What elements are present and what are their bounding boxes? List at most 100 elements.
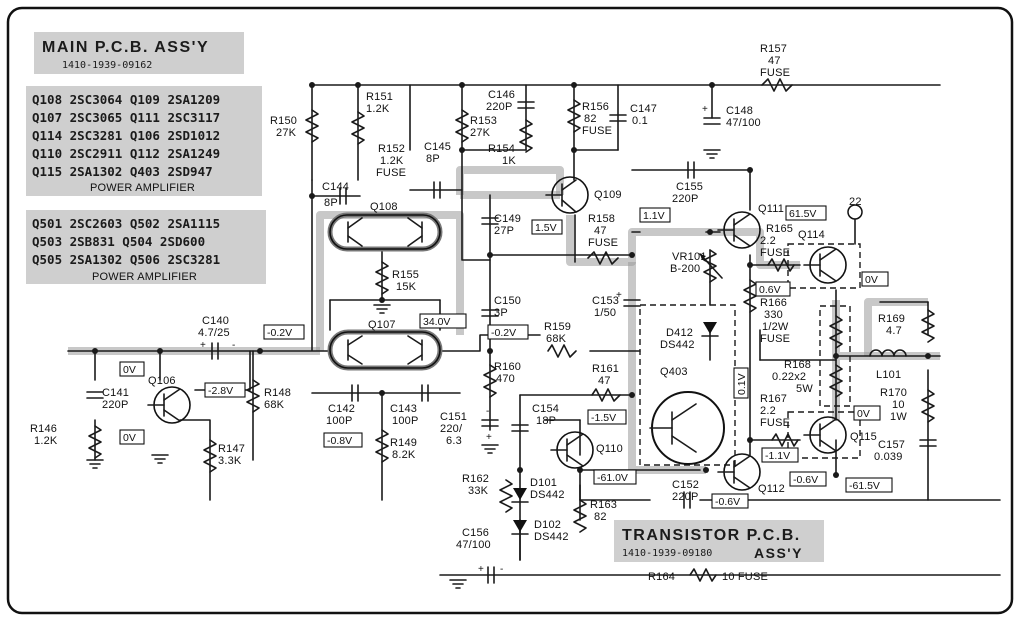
label-q115: Q115 (850, 431, 877, 443)
label-q114: Q114 (798, 229, 825, 241)
voltage-badge: 0.6V (759, 284, 781, 296)
value-c143: 100P (392, 415, 419, 427)
q115-symbol (803, 416, 847, 454)
label-r159: R159 (544, 321, 571, 333)
voltage-badge: -61.0V (597, 472, 628, 484)
transistor-board-plate: TRANSISTOR P.C.B. 1410-1939-09180 ASS'Y (614, 520, 824, 562)
value-r146: 1.2K (34, 435, 58, 447)
value-vr101: B-200 (670, 263, 700, 275)
value-r158: 47 (594, 225, 607, 237)
label-terminal-22: 22 (849, 196, 862, 208)
value-d412: DS442 (660, 339, 695, 351)
voltage-badge: -2.8V (208, 385, 233, 397)
transistor-board-suffix: ASS'Y (754, 545, 803, 561)
parts-list-2: Q501 2SC2603 Q502 2SA1115 Q503 2SB831 Q5… (26, 210, 266, 284)
value-r167: 2.2 (760, 405, 776, 417)
transistor-board-title: TRANSISTOR P.C.B. (622, 527, 801, 544)
label-r146: R146 (30, 423, 57, 435)
label-d102: D102 (534, 519, 561, 531)
voltage-badge: -0.6V (793, 474, 818, 486)
label-c155: C155 (676, 181, 703, 193)
value-r153: 27K (470, 127, 491, 139)
value-c144: 8P (324, 197, 338, 209)
parts-list-2-caption: POWER AMPLIFIER (92, 271, 197, 283)
label-r152: R152 (378, 143, 405, 155)
voltage-badge: -0.8V (327, 435, 352, 447)
label-r153: R153 (470, 115, 497, 127)
q107-symbol (327, 329, 443, 371)
label-q403: Q403 (660, 366, 688, 378)
value-c151-voltage: 6.3 (446, 435, 462, 447)
voltage-badge: -0.6V (715, 496, 740, 508)
value-r164: 10 FUSE (722, 571, 768, 583)
label-c142: C142 (328, 403, 355, 415)
voltage-badge: 1.1V (643, 210, 665, 222)
value-r156: 82 (584, 113, 597, 125)
value-c154: 18P (536, 415, 556, 427)
value-r168: 0.22x2 (772, 371, 806, 383)
label-l101: L101 (876, 369, 901, 381)
label-r158: R158 (588, 213, 615, 225)
value-r147: 3.3K (218, 455, 242, 467)
label-q112: Q112 (758, 483, 785, 495)
value-r166-fuse: FUSE (760, 333, 790, 345)
value-r156-fuse: FUSE (582, 125, 612, 137)
value-c152: 220P (672, 491, 699, 503)
label-r164: R164 (648, 571, 675, 583)
value-r158-fuse: FUSE (588, 237, 618, 249)
wiring (67, 84, 1001, 576)
voltage-readouts: -0.2V 34.0V -0.2V 0V -2.8V 0V -0.8V 1.5V… (119, 205, 893, 509)
label-r169: R169 (878, 313, 905, 325)
parts-list-2-row: Q503 2SB831 Q504 2SD600 (32, 234, 205, 249)
value-r152: 1.2K (380, 155, 404, 167)
voltage-badge: 61.5V (789, 208, 816, 220)
value-r151: 1.2K (366, 103, 390, 115)
value-r152-fuse: FUSE (376, 167, 406, 179)
label-c153: C153 (592, 295, 619, 307)
q109-symbol (545, 176, 589, 214)
value-d102: DS442 (534, 531, 569, 543)
value-r170: 10 (892, 399, 905, 411)
label-c156: C156 (462, 527, 489, 539)
voltage-badge: 34.0V (423, 316, 450, 328)
parts-list-2-row: Q505 2SA1302 Q506 2SC3281 (32, 252, 220, 267)
value-r157: 47 (768, 55, 781, 67)
value-c149: 27P (494, 225, 514, 237)
value-c157: 0.039 (874, 451, 903, 463)
label-c146: C146 (488, 89, 515, 101)
label-r154: R154 (488, 143, 515, 155)
label-r160: R160 (494, 361, 521, 373)
parts-list-2-row: Q501 2SC2603 Q502 2SA1115 (32, 216, 220, 231)
transistor-board-number: 1410-1939-09180 (622, 548, 712, 559)
value-c140: 4.7/25 (198, 327, 230, 339)
label-r157: R157 (760, 43, 787, 55)
value-r169: 4.7 (886, 325, 902, 337)
label-r163: R163 (590, 499, 617, 511)
label-r170: R170 (880, 387, 907, 399)
value-r166-watt: 1/2W (762, 321, 789, 333)
voltage-badge: 0.1V (736, 373, 748, 395)
label-r165: R165 (766, 223, 793, 235)
label-q108: Q108 (370, 201, 398, 213)
value-c151: 220/ (440, 423, 463, 435)
voltage-badge: 0V (123, 364, 136, 376)
value-c142: 100P (326, 415, 353, 427)
value-c146: 220P (486, 101, 513, 113)
value-c150: 3P (494, 307, 508, 319)
label-d101: D101 (530, 477, 557, 489)
capacitor-symbols (86, 101, 937, 584)
value-c141: 220P (102, 399, 129, 411)
voltage-badge: 1.5V (535, 222, 557, 234)
svg-text:+: + (616, 290, 622, 301)
vr101-symbol (699, 249, 723, 283)
svg-text:+: + (200, 340, 206, 351)
voltage-badge: -0.2V (267, 327, 292, 339)
r168-box (819, 305, 851, 407)
voltage-badge: -1.1V (765, 450, 790, 462)
value-r154: 1K (502, 155, 516, 167)
voltage-badge: 0V (865, 274, 878, 286)
q111-symbol (717, 211, 761, 249)
resistor-symbols (88, 78, 935, 582)
label-c151: C151 (440, 411, 467, 423)
